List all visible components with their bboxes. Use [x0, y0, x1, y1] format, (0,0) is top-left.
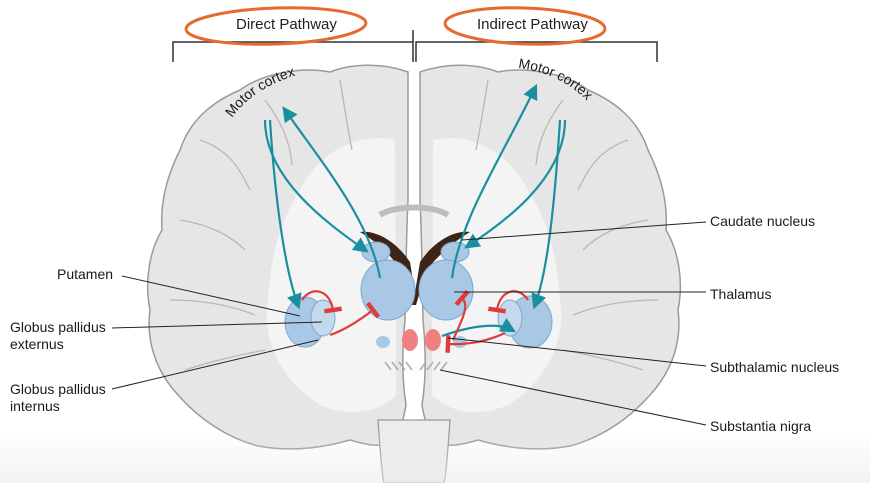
indirect-pathway-title: Indirect Pathway	[477, 16, 588, 33]
left-small-nucleus	[376, 336, 390, 348]
pointer-lines	[111, 221, 707, 426]
right-subthalamic	[425, 329, 441, 351]
brainstem	[377, 419, 451, 484]
pathway-brackets	[172, 30, 658, 62]
direct-pathway-title: Direct Pathway	[236, 16, 337, 33]
putamen-label: Putamen	[57, 266, 114, 282]
thalamus-label: Thalamus	[710, 286, 772, 302]
gpe-label-line1: Globus pallidus	[10, 319, 106, 335]
left-thalamus	[360, 259, 416, 321]
left-subthalamic	[402, 329, 418, 351]
right-globus-pallidus	[497, 299, 523, 337]
corpus-callosum	[378, 204, 450, 218]
annotation-circles	[184, 6, 607, 46]
excitatory-pathways	[263, 83, 567, 338]
substantia-nigra	[384, 361, 448, 371]
substantia-nigra-label: Substantia nigra	[710, 418, 812, 434]
subthalamic-nucleus-label: Subthalamic nucleus	[710, 359, 840, 375]
gpe-label-line2: externus	[10, 336, 64, 352]
brain-section	[146, 64, 682, 484]
gpi-label-line1: Globus pallidus	[10, 381, 106, 397]
gpi-label-line2: internus	[10, 398, 60, 414]
caudate-nucleus-label: Caudate nucleus	[710, 213, 816, 229]
